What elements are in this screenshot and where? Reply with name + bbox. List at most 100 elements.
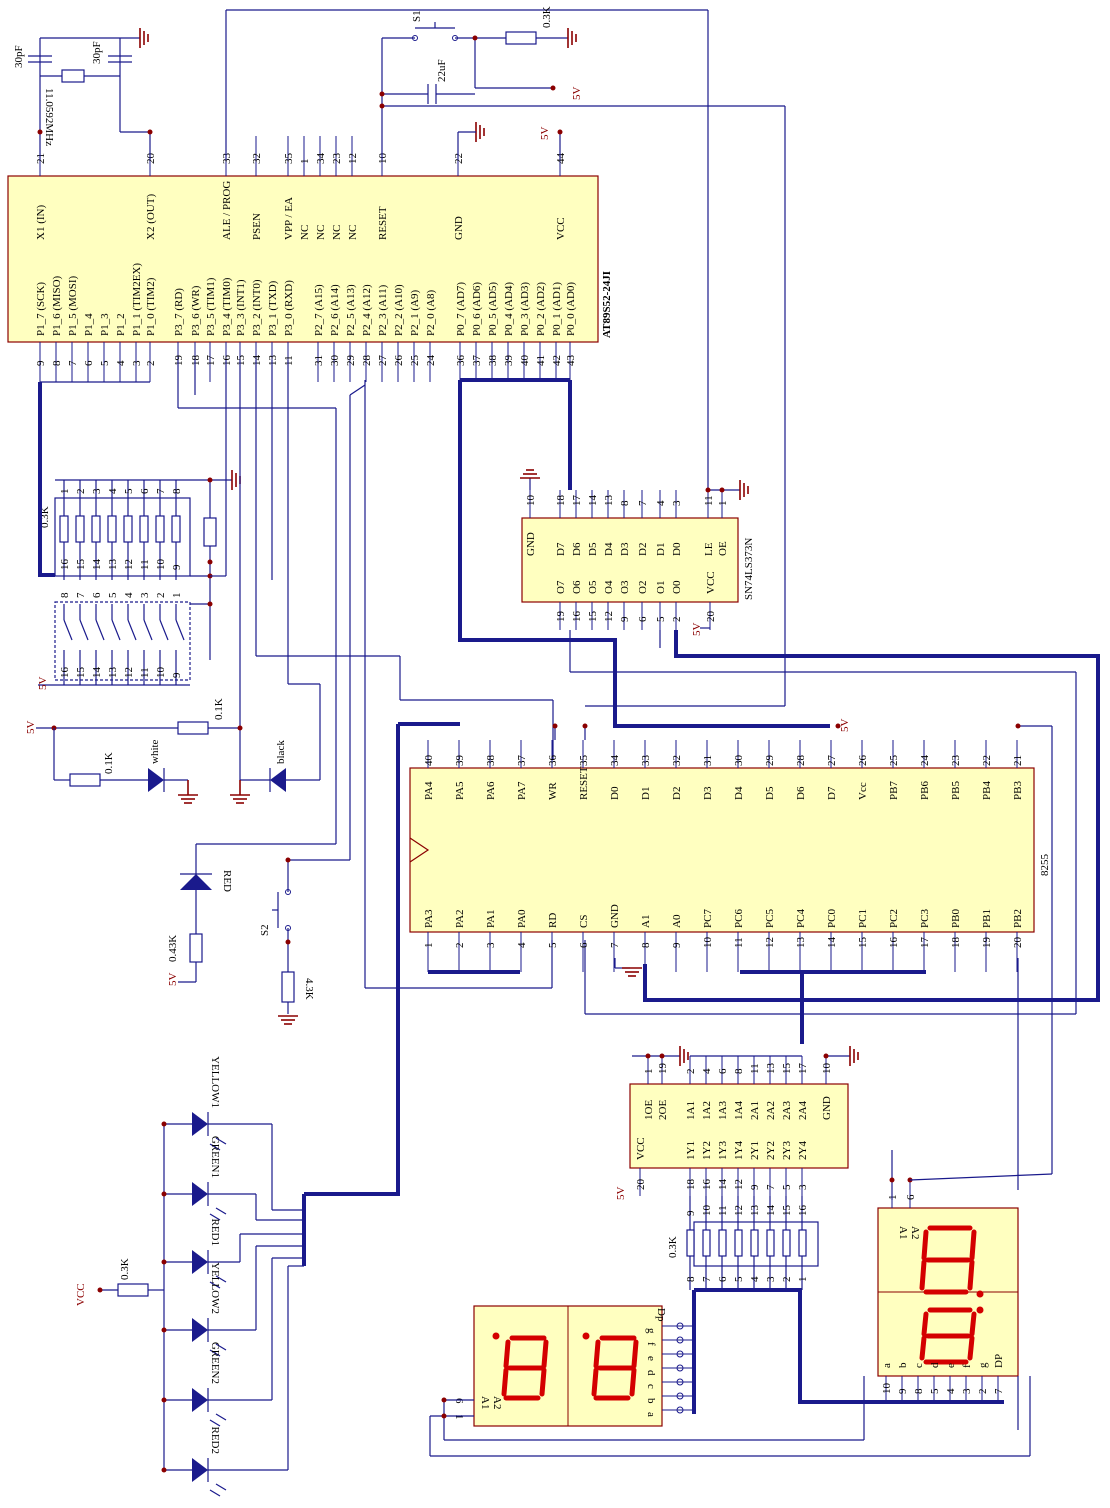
pin-name: P0_2 (AD2) [535, 282, 547, 336]
cap1-label: 30pF [13, 45, 25, 68]
pin-number: 12 [733, 1179, 745, 1190]
pin-number: 12 [764, 937, 776, 948]
switch-blade [111, 619, 121, 641]
pin-name: P2_4 (A12) [361, 284, 373, 336]
pin-name: PA1 [485, 909, 497, 928]
pin-name: P2_5 (A13) [345, 284, 357, 336]
pin-number: 3 [131, 360, 143, 366]
led-icon [192, 1182, 208, 1206]
pin-number: 1 [59, 489, 71, 495]
pin-name: D6 [795, 786, 807, 800]
pin-name: RD [547, 913, 559, 928]
pin-number: 2 [977, 1389, 989, 1395]
pin-number: 4 [945, 1388, 957, 1394]
pin-number: 20 [705, 611, 717, 623]
pin-name: 1Y1 [685, 1141, 697, 1160]
switch-blade [63, 619, 73, 641]
pin-name: PA6 [485, 781, 497, 800]
pin-name: PB0 [950, 909, 962, 928]
pin-name: P3_0 (RXD) [283, 280, 295, 336]
junction [161, 1259, 167, 1265]
switch-blade [95, 619, 105, 641]
pin-number: 29 [345, 355, 357, 367]
pin-name: P2_6 (A14) [329, 284, 341, 336]
pin-name: c [913, 1363, 925, 1368]
pin-name: PSEN [251, 213, 263, 240]
pin-number: 12 [347, 153, 359, 164]
pin-number: 13 [107, 559, 119, 571]
pin-number: 14 [717, 1179, 729, 1191]
pin-name: P1_0 (TIM2) [145, 277, 157, 336]
pin-name: PC2 [888, 909, 900, 928]
pin-number: 13 [267, 355, 279, 367]
light-ray [215, 1207, 227, 1215]
pin-number: 6 [637, 616, 649, 622]
ppi-chip: 8255 40PA439PA538PA637PA736WR35RESET34D0… [409, 719, 1053, 1174]
pin-name: P2_3 (A11) [377, 284, 389, 336]
pin-hole [676, 1322, 684, 1330]
5v-dip-label: 5V [37, 677, 49, 691]
ground-icon [475, 122, 485, 142]
pin-number: 13 [795, 937, 807, 949]
mcu-body [7, 175, 599, 343]
5v-ppi-label: 5V [839, 719, 851, 733]
pin-name: P1_1 (TIM2EX) [131, 263, 143, 336]
mcu-part-label: AT89S52-24JI [601, 271, 613, 338]
pin-number: 4 [749, 1276, 761, 1282]
ground-icon [679, 1046, 689, 1066]
ppi-body [409, 767, 1035, 933]
p1-bus [38, 382, 55, 577]
pin-number: 16 [59, 559, 71, 571]
pin-number: 34 [315, 153, 327, 165]
pin-name: P0_0 (AD0) [565, 282, 577, 336]
pin-number: 15 [781, 1205, 793, 1217]
pin-number: 28 [361, 355, 373, 367]
pin-name: 2Y3 [781, 1141, 793, 1160]
pin-name: b [897, 1362, 909, 1368]
light-ray [215, 1483, 227, 1491]
pin-name: GND [609, 904, 621, 928]
5v-vcc-label: 5V [539, 127, 551, 141]
pin-name: PB1 [981, 909, 993, 928]
pin-name: NC [299, 225, 311, 240]
pin-number: 39 [503, 355, 515, 367]
pin-number: 38 [487, 355, 499, 367]
pin-number: 8 [59, 592, 71, 598]
res-01k-b-label: 0.1K [213, 698, 225, 720]
indicator-leds: 0.1K 0.1K white black 5V [25, 698, 320, 792]
light-ray [209, 1419, 221, 1427]
left-display-side-pins: 61 [453, 1398, 465, 1420]
pin-number: 21 [35, 153, 47, 164]
pin-number: 13 [603, 495, 615, 507]
pin-name: RESET [578, 766, 590, 800]
switch-blade [143, 619, 153, 641]
pin-name: PB7 [888, 781, 900, 800]
pin-name: P3_5 (TIM1) [205, 277, 217, 336]
pin-number: 6 [905, 1194, 917, 1200]
5v-latch-label: 5V [691, 623, 703, 637]
pin-name: a [645, 1412, 657, 1417]
pin-number: 20 [145, 153, 157, 165]
ground-icon [567, 28, 577, 48]
led-label: RED1 [209, 1219, 221, 1247]
pin-number: 31 [702, 755, 714, 766]
pin-number: 3 [485, 942, 497, 948]
resistor [766, 1229, 775, 1257]
pin-name: g [977, 1362, 989, 1368]
pin-number: 3 [797, 1184, 809, 1190]
mcu-bottom-pins: 9P1_7 (SCK)8P1_6 (MISO)7P1_5 (MOSI)6P1_4… [35, 263, 577, 382]
pin-number: 3 [961, 1388, 973, 1394]
pin-number: 37 [516, 755, 528, 767]
led-label: YELLOW2 [209, 1262, 221, 1314]
pin-number: 12 [733, 1205, 745, 1216]
pin-name: 1A4 [733, 1101, 745, 1120]
pin-number: 1 [299, 159, 311, 165]
pin-number: 7 [701, 1276, 713, 1282]
pin-number: 27 [826, 755, 838, 767]
pin-name: D0 [609, 786, 621, 800]
resistor [75, 515, 85, 543]
pin-name: PC1 [857, 909, 869, 928]
ppi-top-pins: 40PA439PA538PA637PA736WR35RESET34D033D13… [423, 740, 1024, 800]
